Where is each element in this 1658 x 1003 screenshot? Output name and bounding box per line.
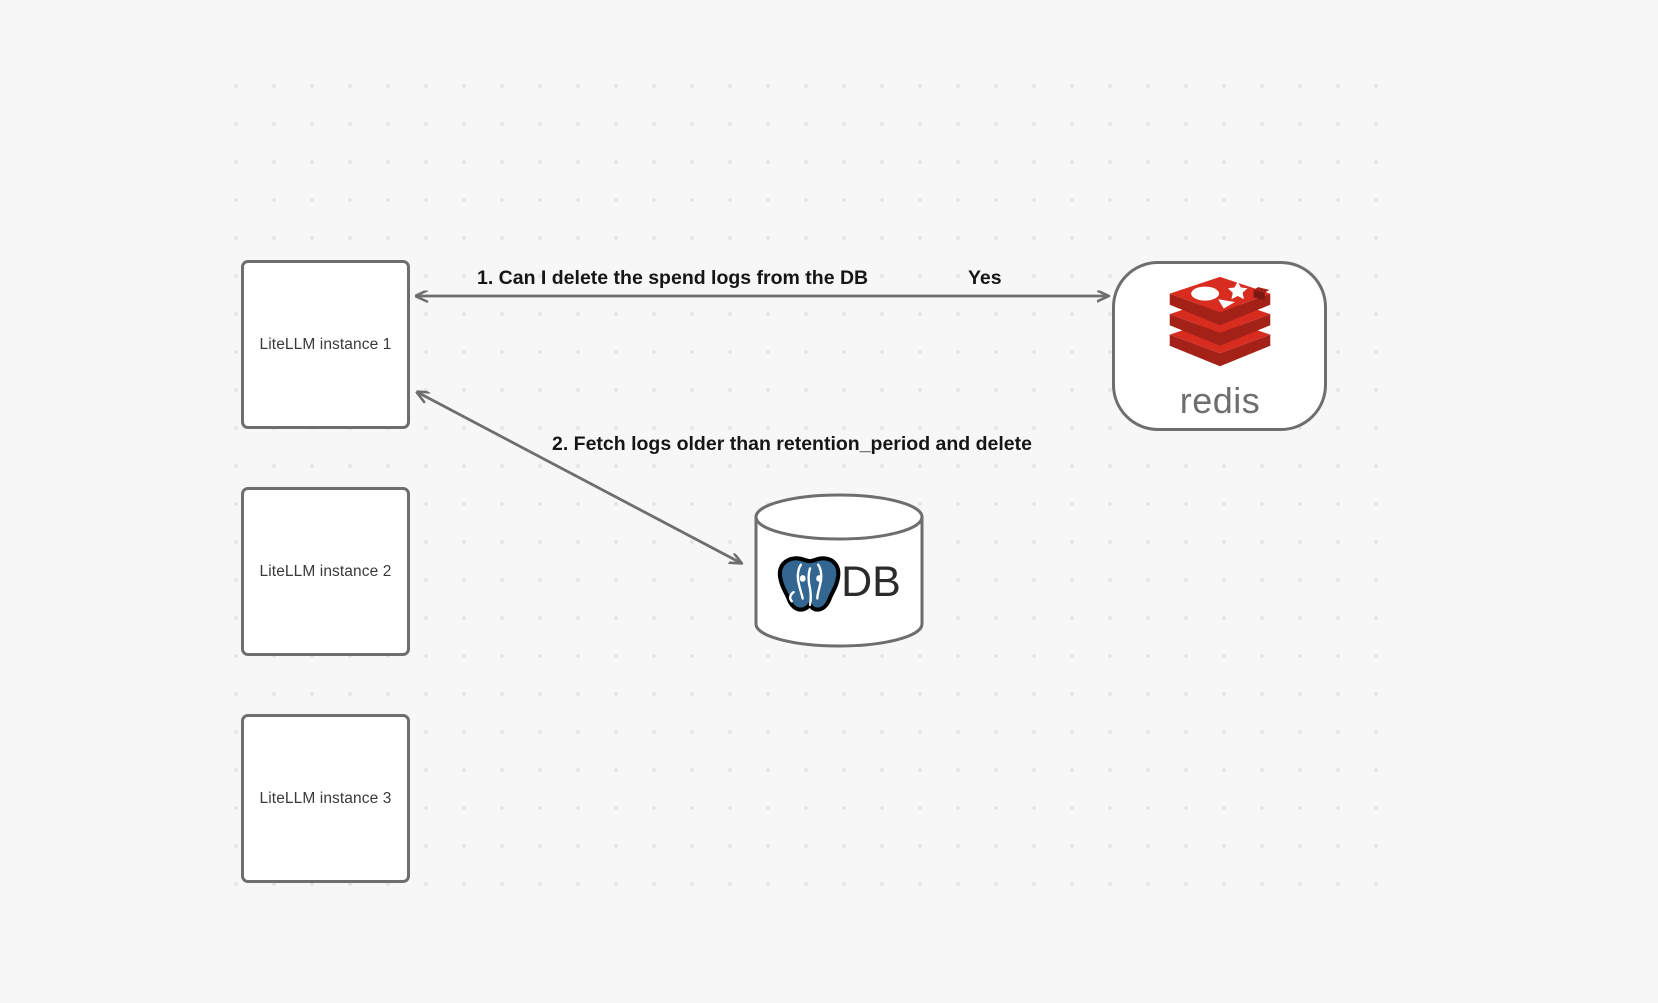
node-litellm-instance-3[interactable]: LiteLLM instance 3 <box>241 714 410 883</box>
svg-text:redis: redis <box>1179 383 1260 421</box>
edge-label-2: 2. Fetch logs older than retention_perio… <box>552 433 1032 455</box>
node-litellm-instance-2[interactable]: LiteLLM instance 2 <box>241 487 410 656</box>
node-label: LiteLLM instance 3 <box>259 789 392 807</box>
node-redis[interactable]: redis <box>1112 261 1327 431</box>
edge-llm1-db <box>417 392 741 563</box>
redis-wordmark: redis <box>1179 383 1260 421</box>
redis-logo-icon <box>1169 276 1270 367</box>
postgresql-elephant-icon <box>777 555 841 612</box>
db-label: DB <box>841 558 901 606</box>
db-contents: DB <box>753 492 925 649</box>
node-database[interactable]: DB <box>753 492 925 649</box>
node-label: LiteLLM instance 1 <box>259 335 392 353</box>
node-label: LiteLLM instance 2 <box>259 562 392 580</box>
edge-label-1: 1. Can I delete the spend logs from the … <box>477 267 869 289</box>
node-litellm-instance-1[interactable]: LiteLLM instance 1 <box>241 260 410 429</box>
edge-label-1-reply: Yes <box>968 267 1002 289</box>
